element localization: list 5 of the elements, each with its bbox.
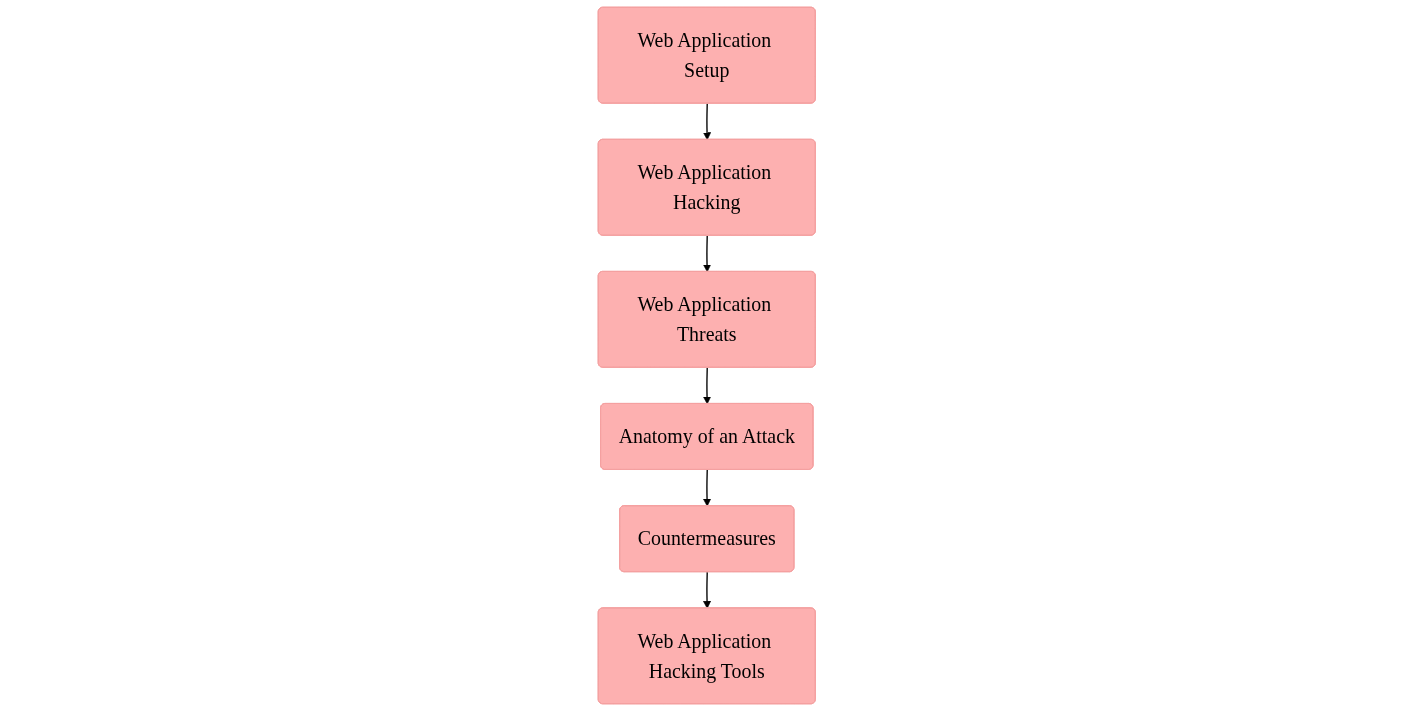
- arrow: [703, 367, 712, 405]
- arrow: [703, 469, 712, 507]
- arrow: [703, 234, 712, 273]
- arrow: [703, 102, 712, 141]
- arrow: [703, 571, 712, 609]
